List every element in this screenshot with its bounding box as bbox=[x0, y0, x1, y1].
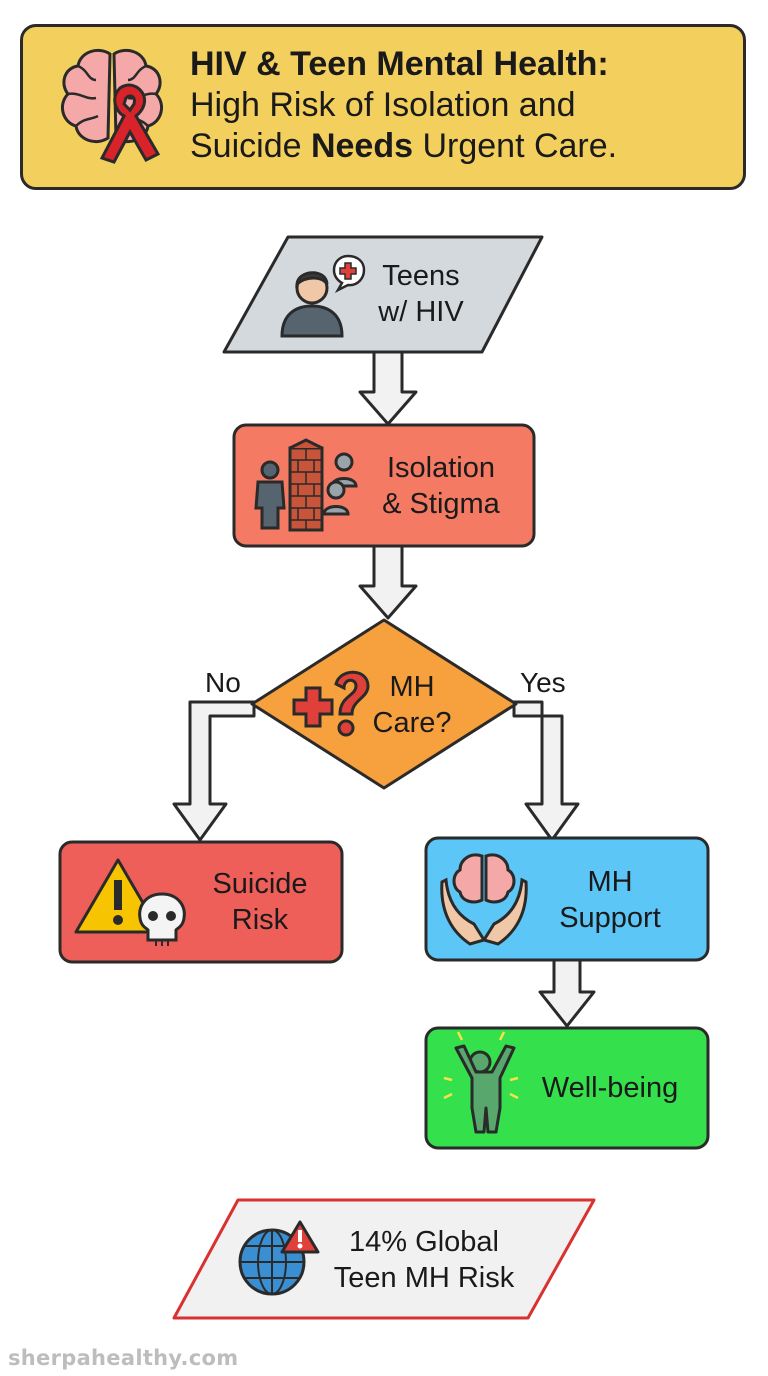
celebrating-person-icon bbox=[443, 1031, 519, 1134]
isolation-node-line1: Isolation bbox=[386, 452, 495, 484]
arrow-support-to-wellbeing bbox=[538, 958, 596, 1028]
header-subtitle-line2a: Suicide bbox=[190, 127, 311, 165]
brain-with-red-ribbon-icon bbox=[60, 49, 164, 164]
suicide-node-line2: Risk bbox=[231, 904, 289, 936]
stat-node-line1: 14% Global bbox=[349, 1226, 499, 1258]
medical-cross-question-icon bbox=[292, 670, 370, 737]
suicide-node-label: Suicide Risk bbox=[196, 866, 324, 938]
arrow-start-to-isolation bbox=[358, 350, 418, 426]
edge-label-no: No bbox=[205, 667, 241, 698]
stat-node-label: 14% Global Teen MH Risk bbox=[318, 1224, 530, 1296]
header-subtitle-line1: High Risk of Isolation and bbox=[190, 86, 576, 124]
isolation-node-line2: & Stigma bbox=[382, 488, 500, 520]
header-title-block: HIV & Teen Mental Health: High Risk of I… bbox=[190, 44, 730, 167]
warning-triangle-skull-icon bbox=[74, 858, 186, 946]
header-subtitle-line2b: Urgent Care. bbox=[413, 127, 618, 165]
support-node-line2: Support bbox=[559, 902, 661, 934]
edge-label-yes: Yes bbox=[520, 667, 566, 698]
teen-person-with-medical-bubble-icon bbox=[280, 254, 366, 338]
start-node-line1: Teens bbox=[382, 260, 460, 292]
suicide-node-line1: Suicide bbox=[212, 868, 308, 900]
decision-node-line1: MH bbox=[389, 671, 435, 703]
hands-holding-brain-icon bbox=[440, 853, 528, 946]
arrow-no-branch bbox=[172, 700, 256, 842]
header-subtitle-emphasis: Needs bbox=[310, 127, 414, 165]
support-node-label: MH Support bbox=[544, 864, 676, 936]
decision-node-label: MH Care? bbox=[364, 669, 460, 741]
arrow-yes-branch bbox=[512, 700, 580, 842]
header-title: HIV & Teen Mental Health: bbox=[190, 45, 609, 83]
decision-node-line2: Care? bbox=[372, 707, 452, 739]
wellbeing-node-line1: Well-being bbox=[541, 1072, 679, 1104]
support-node-line1: MH bbox=[587, 866, 633, 898]
start-node-line2: w/ HIV bbox=[378, 296, 464, 328]
globe-warning-icon bbox=[238, 1220, 320, 1296]
decision-node-shape bbox=[250, 618, 518, 790]
wellbeing-node-label: Well-being bbox=[530, 1070, 690, 1106]
watermark: sherpahealthy.com bbox=[8, 1346, 239, 1370]
stat-node-line2: Teen MH Risk bbox=[333, 1262, 515, 1294]
isolation-node-label: Isolation & Stigma bbox=[366, 450, 516, 522]
arrow-isolation-to-decision bbox=[358, 544, 418, 620]
start-node-label: Teens w/ HIV bbox=[366, 258, 476, 330]
person-separated-by-brick-wall-icon bbox=[254, 438, 358, 532]
